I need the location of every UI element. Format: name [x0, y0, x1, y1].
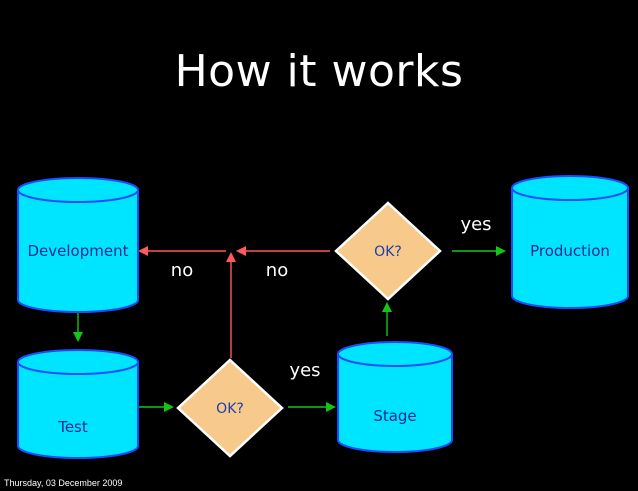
ok-decision-bottom: OK?: [176, 358, 284, 458]
ok-decision-bottom-label: OK?: [216, 401, 244, 417]
stage-label: Stage: [373, 407, 416, 425]
test-database: Test: [17, 349, 139, 459]
slide-footer-date: Thursday, 03 December 2009: [4, 478, 123, 488]
edge-label-no-left: no: [171, 260, 193, 281]
ok-decision-top-label: OK?: [374, 244, 402, 260]
production-label: Production: [530, 242, 610, 260]
development-database: Development: [17, 177, 139, 313]
test-label: Test: [57, 418, 88, 436]
production-database: Production: [511, 175, 629, 309]
stage-database: Stage: [337, 341, 453, 453]
ok-decision-top: OK?: [334, 201, 442, 301]
edge-label-no-right: no: [266, 260, 288, 281]
edge-label-yes-bottom: yes: [289, 360, 320, 381]
development-label: Development: [28, 242, 129, 260]
slide-title: How it works: [174, 46, 464, 97]
edge-label-yes-top: yes: [460, 214, 491, 235]
